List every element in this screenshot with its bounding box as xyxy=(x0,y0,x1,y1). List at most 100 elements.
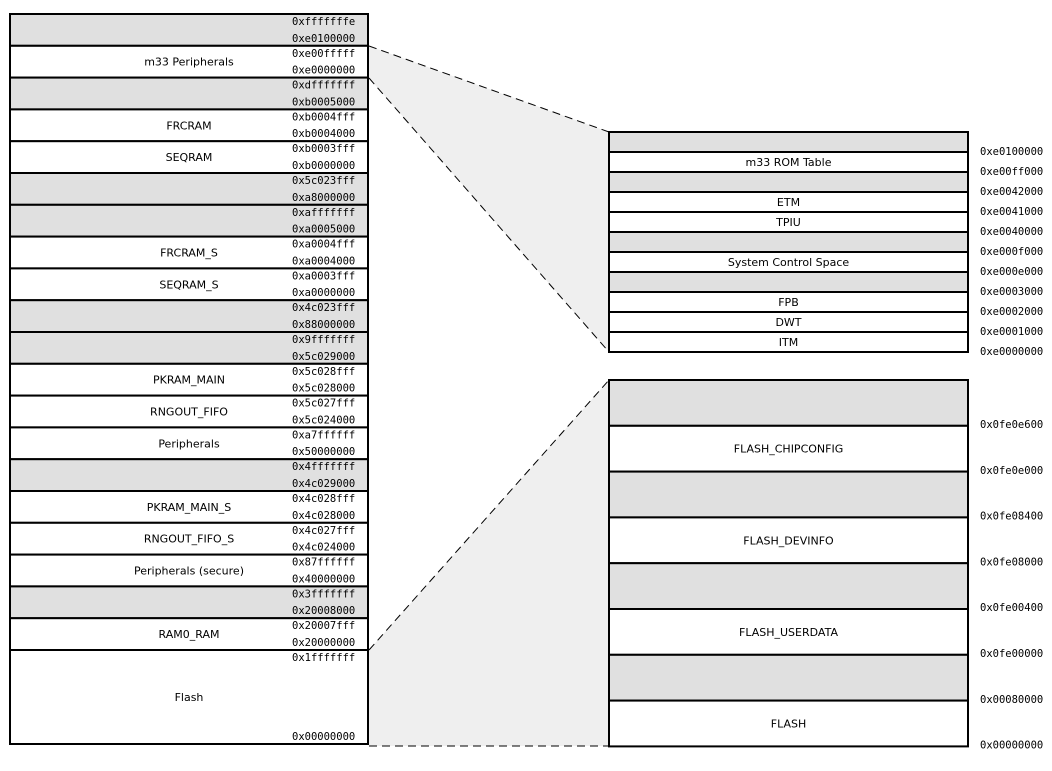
region-top-address: 0x5c023fff xyxy=(292,175,355,187)
reserved-region xyxy=(608,470,969,519)
region-top-address: 0x1fffffff xyxy=(292,652,355,664)
reserved-region xyxy=(9,203,369,238)
memory-region xyxy=(9,267,369,302)
region-top-address: 0xe00fffff xyxy=(292,48,355,60)
region-top-address: 0x5c028fff xyxy=(292,366,355,378)
detail-boundary-address: 0xe0042000 xyxy=(980,186,1043,198)
detail-boundary-address: 0xe0003000 xyxy=(980,286,1043,298)
region-bottom-address: 0xe0000000 xyxy=(292,65,355,77)
memory-region xyxy=(9,649,369,745)
region-bottom-address: 0x5c028000 xyxy=(292,383,355,395)
region-top-address: 0x3fffffff xyxy=(292,588,355,600)
region-top-address: 0x20007fff xyxy=(292,620,355,632)
region-top-address: 0xdfffffff xyxy=(292,80,355,92)
reserved-region xyxy=(608,231,969,253)
detail-boundary-address: 0xe000f000 xyxy=(980,246,1043,258)
detail-boundary-address: 0x0fe08000 xyxy=(980,556,1043,568)
detail-boundary-address: 0xe0000000 xyxy=(980,346,1043,358)
zoom-connectors xyxy=(368,45,610,747)
zoom-line xyxy=(368,45,610,133)
region-label: SEQRAM xyxy=(166,151,213,164)
detail-region-label: FLASH_USERDATA xyxy=(739,626,838,639)
detail-region xyxy=(608,424,969,473)
zoom-wedge-flash xyxy=(369,380,609,746)
detail-boundary-address: 0x0fe00400 xyxy=(980,602,1043,614)
region-top-address: 0x4c028fff xyxy=(292,493,355,505)
detail-boundary-address: 0xe0002000 xyxy=(980,306,1043,318)
detail-boundary-address: 0x0fe0e000 xyxy=(980,465,1043,477)
detail-boundary-address: 0xe0041000 xyxy=(980,206,1043,218)
region-top-address: 0x5c027fff xyxy=(292,398,355,410)
detail-boundary-address: 0xe0001000 xyxy=(980,326,1043,338)
region-label: Peripherals (secure) xyxy=(134,565,244,578)
reserved-region xyxy=(9,76,369,111)
region-top-address: 0x4c027fff xyxy=(292,525,355,537)
detail-boundary-address: 0x0fe00000 xyxy=(980,648,1043,660)
region-bottom-address: 0xb0000000 xyxy=(292,160,355,172)
zoom-line xyxy=(368,379,610,651)
region-top-address: 0xa7ffffff xyxy=(292,429,355,441)
memory-region xyxy=(9,490,369,524)
reserved-region xyxy=(608,131,969,153)
memory-region xyxy=(9,617,369,652)
region-top-address: 0xafffffff xyxy=(292,207,355,219)
reserved-region xyxy=(608,653,969,702)
region-label: Flash xyxy=(175,691,204,704)
region-top-address: 0xfffffffe xyxy=(292,16,355,28)
reserved-region xyxy=(9,331,369,365)
detail-region-label: FPB xyxy=(778,296,799,309)
reserved-region xyxy=(9,585,369,620)
region-top-address: 0x4fffffff xyxy=(292,461,355,473)
region-bottom-address: 0x4c028000 xyxy=(292,510,355,522)
region-label: Peripherals xyxy=(158,437,220,450)
reserved-region xyxy=(608,562,969,611)
detail-region-label: ETM xyxy=(777,196,800,209)
region-bottom-address: 0xa8000000 xyxy=(292,192,355,204)
detail-region xyxy=(608,699,969,748)
detail-region xyxy=(608,608,969,656)
region-bottom-address: 0x00000000 xyxy=(292,731,355,743)
detail-boundary-address: 0xe0040000 xyxy=(980,226,1043,238)
region-bottom-address: 0xb0004000 xyxy=(292,128,355,140)
region-bottom-address: 0xa0000000 xyxy=(292,287,355,299)
memory-region xyxy=(9,362,369,397)
memory-region xyxy=(9,108,369,143)
region-label: RNGOUT_FIFO_S xyxy=(144,533,234,546)
region-top-address: 0x4c023fff xyxy=(292,302,355,314)
detail-region-label: m33 ROM Table xyxy=(746,156,832,169)
region-label: PKRAM_MAIN xyxy=(153,374,225,387)
detail-boundary-address: 0x00080000 xyxy=(980,694,1043,706)
region-bottom-address: 0xb0005000 xyxy=(292,96,355,108)
region-bottom-address: 0x4c024000 xyxy=(292,542,355,554)
region-bottom-address: 0x20000000 xyxy=(292,637,355,649)
region-bottom-address: 0x88000000 xyxy=(292,319,355,331)
detail-region-label: TPIU xyxy=(775,216,801,229)
reserved-region xyxy=(608,379,969,427)
region-top-address: 0x9fffffff xyxy=(292,334,355,346)
reserved-region xyxy=(9,458,369,493)
region-bottom-address: 0x20008000 xyxy=(292,605,355,617)
flash-detail-map: FLASH_CHIPCONFIGFLASH_DEVINFOFLASH_USERD… xyxy=(608,379,1043,752)
region-bottom-address: 0x5c024000 xyxy=(292,414,355,426)
region-label: PKRAM_MAIN_S xyxy=(147,501,232,514)
reserved-region xyxy=(608,271,969,293)
detail-boundary-address: 0x0fe0e600 xyxy=(980,419,1043,431)
region-bottom-address: 0x4c029000 xyxy=(292,478,355,490)
detail-region-label: FLASH_DEVINFO xyxy=(743,534,834,547)
detail-boundary-address: 0x0fe08400 xyxy=(980,511,1043,523)
detail-region-label: DWT xyxy=(775,316,801,329)
reserved-region xyxy=(9,172,369,206)
memory-region xyxy=(9,553,369,588)
zoom-wedge-m33 xyxy=(369,46,609,352)
region-top-address: 0xb0003fff xyxy=(292,143,355,155)
detail-boundary-address: 0xe00ff000 xyxy=(980,166,1043,178)
region-bottom-address: 0xa0004000 xyxy=(292,255,355,267)
zoom-line xyxy=(368,77,610,353)
region-label: FRCRAM_S xyxy=(160,247,218,260)
region-bottom-address: 0xe0100000 xyxy=(292,33,355,45)
region-label: RNGOUT_FIFO xyxy=(150,406,228,419)
detail-boundary-address: 0x00000000 xyxy=(980,740,1043,752)
